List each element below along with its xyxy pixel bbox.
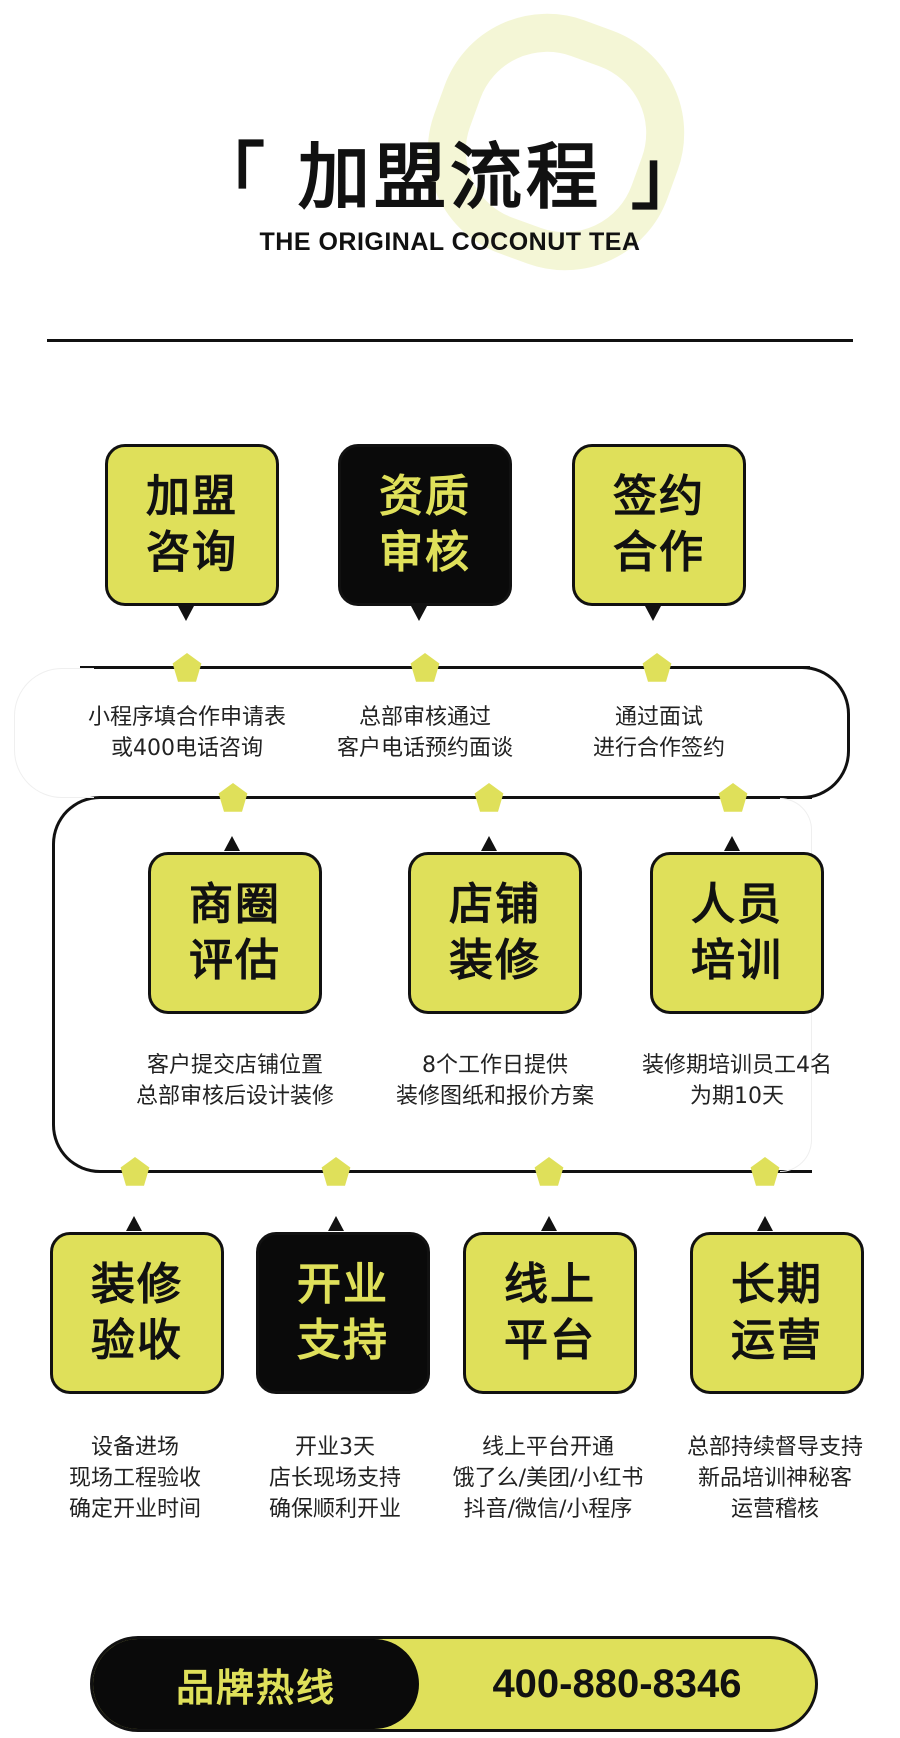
card-pointer [541, 1216, 557, 1231]
step-description: 装修期培训员工4名为期10天 [642, 1053, 832, 1109]
card-pointer [126, 1216, 142, 1231]
card-pointer [757, 1216, 773, 1231]
step-label: 加盟咨询 [146, 471, 238, 578]
step-label: 签约合作 [613, 471, 705, 578]
step-dot [218, 783, 248, 812]
step-label: 长期运营 [731, 1259, 823, 1366]
step-dot [642, 653, 672, 682]
card-pointer [224, 836, 240, 851]
step-label: 开业支持 [297, 1259, 389, 1366]
step-card-contract: 签约合作 [572, 444, 746, 606]
step-card-renovation: 店铺装修 [408, 852, 582, 1014]
step-description: 8个工作日提供装修图纸和报价方案 [395, 1053, 594, 1109]
card-pointer [724, 836, 740, 851]
step-dot [410, 653, 440, 682]
card-pointer [645, 606, 661, 621]
step-description: 总部审核通过客户电话预约面谈 [336, 705, 513, 761]
hotline-number[interactable]: 400-880-8346 [492, 1661, 742, 1706]
step-description: 总部持续督导支持新品培训神秘客运营稽核 [686, 1435, 863, 1522]
step-dot [534, 1157, 564, 1186]
card-pointer [481, 836, 497, 851]
card-pointer [411, 606, 427, 621]
step-label: 人员培训 [691, 879, 783, 986]
step-dot [172, 653, 202, 682]
brand-hotline[interactable]: 品牌热线 400-880-8346 [90, 1636, 818, 1732]
step-card-training: 人员培训 [650, 852, 824, 1014]
step-dot [321, 1157, 351, 1186]
step-description: 开业3天店长现场支持确保顺利开业 [268, 1435, 401, 1522]
step-card-opening-support: 开业支持 [256, 1232, 430, 1394]
step-label: 线上平台 [504, 1259, 596, 1366]
connector-line-row2 [100, 796, 812, 799]
step-label: 商圈评估 [189, 879, 281, 986]
hotline-label-pill: 品牌热线 [93, 1639, 419, 1729]
step-description: 通过面试进行合作签约 [592, 705, 725, 761]
step-description: 小程序填合作申请表或400电话咨询 [87, 705, 286, 761]
connector-loop-left [52, 796, 112, 1173]
step-card-review: 资质审核 [338, 444, 512, 606]
step-label: 资质审核 [379, 471, 471, 578]
step-description: 设备进场现场工程验收确定开业时间 [68, 1435, 201, 1522]
hotline-label: 品牌热线 [175, 1665, 336, 1710]
page-title: 「 加盟流程 」 [192, 135, 708, 219]
connector-line-row3 [100, 1170, 812, 1173]
card-pointer [328, 1216, 344, 1231]
step-dot [120, 1157, 150, 1186]
step-description: 线上平台开通饿了么/美团/小红书抖音/微信/小程序 [452, 1435, 644, 1522]
connector-line-row1 [80, 666, 810, 669]
step-label: 店铺装修 [449, 879, 541, 986]
header-divider [47, 339, 853, 342]
step-card-consult: 加盟咨询 [105, 444, 279, 606]
step-card-online-platform: 线上平台 [463, 1232, 637, 1394]
step-description: 客户提交店铺位置总部审核后设计装修 [135, 1053, 334, 1109]
card-pointer [178, 606, 194, 621]
step-dot [750, 1157, 780, 1186]
page-subtitle: THE ORIGINAL COCONUT TEA [259, 228, 641, 256]
step-card-long-term-operation: 长期运营 [690, 1232, 864, 1394]
step-dot [474, 783, 504, 812]
step-card-acceptance: 装修验收 [50, 1232, 224, 1394]
step-dot [718, 783, 748, 812]
step-card-area-assessment: 商圈评估 [148, 852, 322, 1014]
step-label: 装修验收 [91, 1259, 183, 1366]
